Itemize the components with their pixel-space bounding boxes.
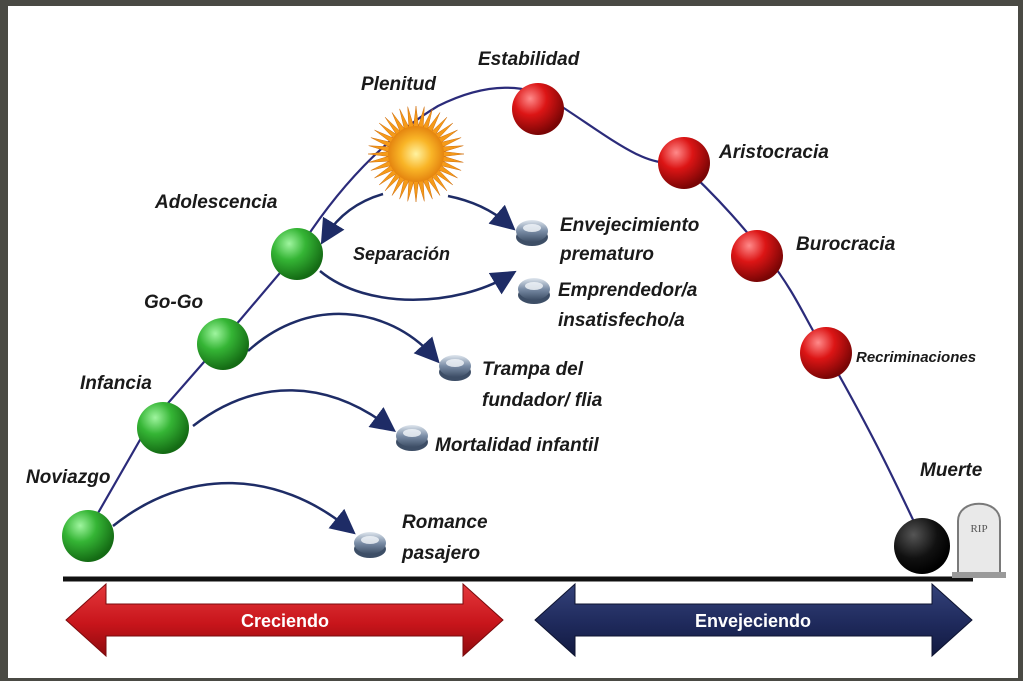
- label-emprendedor-line2: insatisfecho/a: [558, 310, 685, 331]
- label-envejecimiento-line2: prematuro: [559, 244, 654, 265]
- tombstone-text: RIP: [970, 523, 987, 535]
- disk-icon-mortalidad: [396, 425, 428, 451]
- label-infancia: Infancia: [80, 373, 152, 394]
- disk-icon-envejecimiento: [516, 220, 548, 246]
- arrow-to-emprendedor: [319, 270, 517, 301]
- node-muerte: [894, 518, 950, 574]
- arrow-to-romance: [112, 481, 356, 535]
- aging-arrow-label: Envejeciendo: [695, 611, 811, 631]
- growing-arrow-label: Creciendo: [241, 611, 329, 631]
- node-adolescencia: [271, 228, 323, 280]
- label-emprendedor-line1: Emprendedor/a: [558, 280, 698, 301]
- label-separacion: Separación: [353, 244, 450, 264]
- aging-arrow: Envejeciendo: [534, 582, 973, 658]
- arrow-sun-to-adolescencia: [320, 192, 384, 245]
- label-mortalidad: Mortalidad infantil: [435, 435, 599, 456]
- node-recriminaciones: [800, 327, 852, 379]
- arrow-to-trampa: [247, 312, 440, 364]
- label-trampa-line1: Trampa del: [482, 359, 584, 380]
- growing-arrow: Creciendo: [65, 582, 504, 658]
- diagram-canvas: RIP Noviazgo Infancia Go-Go Adolescencia…: [8, 6, 1018, 678]
- label-adolescencia: Adolescencia: [154, 192, 278, 213]
- node-infancia: [137, 402, 189, 454]
- node-estabilidad: [512, 83, 564, 135]
- label-envejecimiento-line1: Envejecimiento: [560, 215, 699, 236]
- node-gogo: [197, 318, 249, 370]
- label-romance-line1: Romance: [402, 512, 488, 533]
- label-noviazgo: Noviazgo: [26, 467, 110, 488]
- node-aristocracia: [658, 137, 710, 189]
- arrow-to-mortalidad: [192, 389, 397, 432]
- disk-icon-emprendedor: [518, 278, 550, 304]
- label-muerte: Muerte: [920, 460, 983, 481]
- sun-icon: [367, 105, 465, 203]
- disk-icon-trampa: [439, 355, 471, 381]
- label-plenitud: Plenitud: [361, 74, 436, 95]
- arrow-to-envejecimiento: [447, 194, 516, 231]
- label-burocracia: Burocracia: [796, 234, 896, 255]
- tombstone-icon: RIP: [952, 502, 1006, 578]
- label-aristocracia: Aristocracia: [718, 142, 829, 163]
- lifecycle-diagram: RIP Noviazgo Infancia Go-Go Adolescencia…: [26, 49, 1006, 658]
- label-gogo: Go-Go: [144, 292, 203, 313]
- label-estabilidad: Estabilidad: [478, 49, 580, 70]
- node-burocracia: [731, 230, 783, 282]
- disk-icon-romance: [354, 532, 386, 558]
- label-trampa-line2: fundador/ flia: [482, 390, 603, 411]
- label-romance-line2: pasajero: [401, 543, 480, 564]
- node-noviazgo: [62, 510, 114, 562]
- label-recriminaciones: Recriminaciones: [856, 349, 976, 366]
